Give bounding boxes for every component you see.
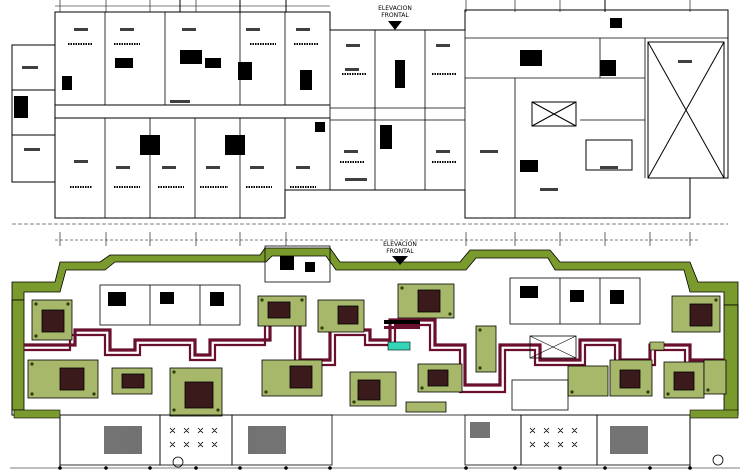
lower-elevation-label-2: FRONTAL	[386, 248, 414, 255]
upper-floor-plan: ELEVACION FRONTAL	[11, 0, 729, 225]
atrium-void	[647, 41, 725, 179]
planter-group	[27, 283, 727, 417]
planter	[405, 401, 447, 413]
planter	[111, 367, 153, 395]
upper-elevation-arrow-icon	[388, 21, 402, 30]
upper-elevation-label-2: FRONTAL	[381, 12, 409, 19]
circulation-corridor	[24, 318, 724, 387]
lower-elevation-label-1: ELEVACION	[383, 241, 417, 248]
planter	[475, 325, 497, 373]
lower-floor-plan: ELEVACION FRONTAL	[10, 232, 740, 470]
upper-plan-outline	[11, 9, 729, 219]
planter	[703, 359, 727, 395]
reception-counter	[387, 341, 411, 351]
lower-elevation-arrow-icon	[392, 256, 408, 265]
upper-elevation-label-1: ELEVACION	[378, 5, 412, 12]
planter	[567, 365, 609, 397]
